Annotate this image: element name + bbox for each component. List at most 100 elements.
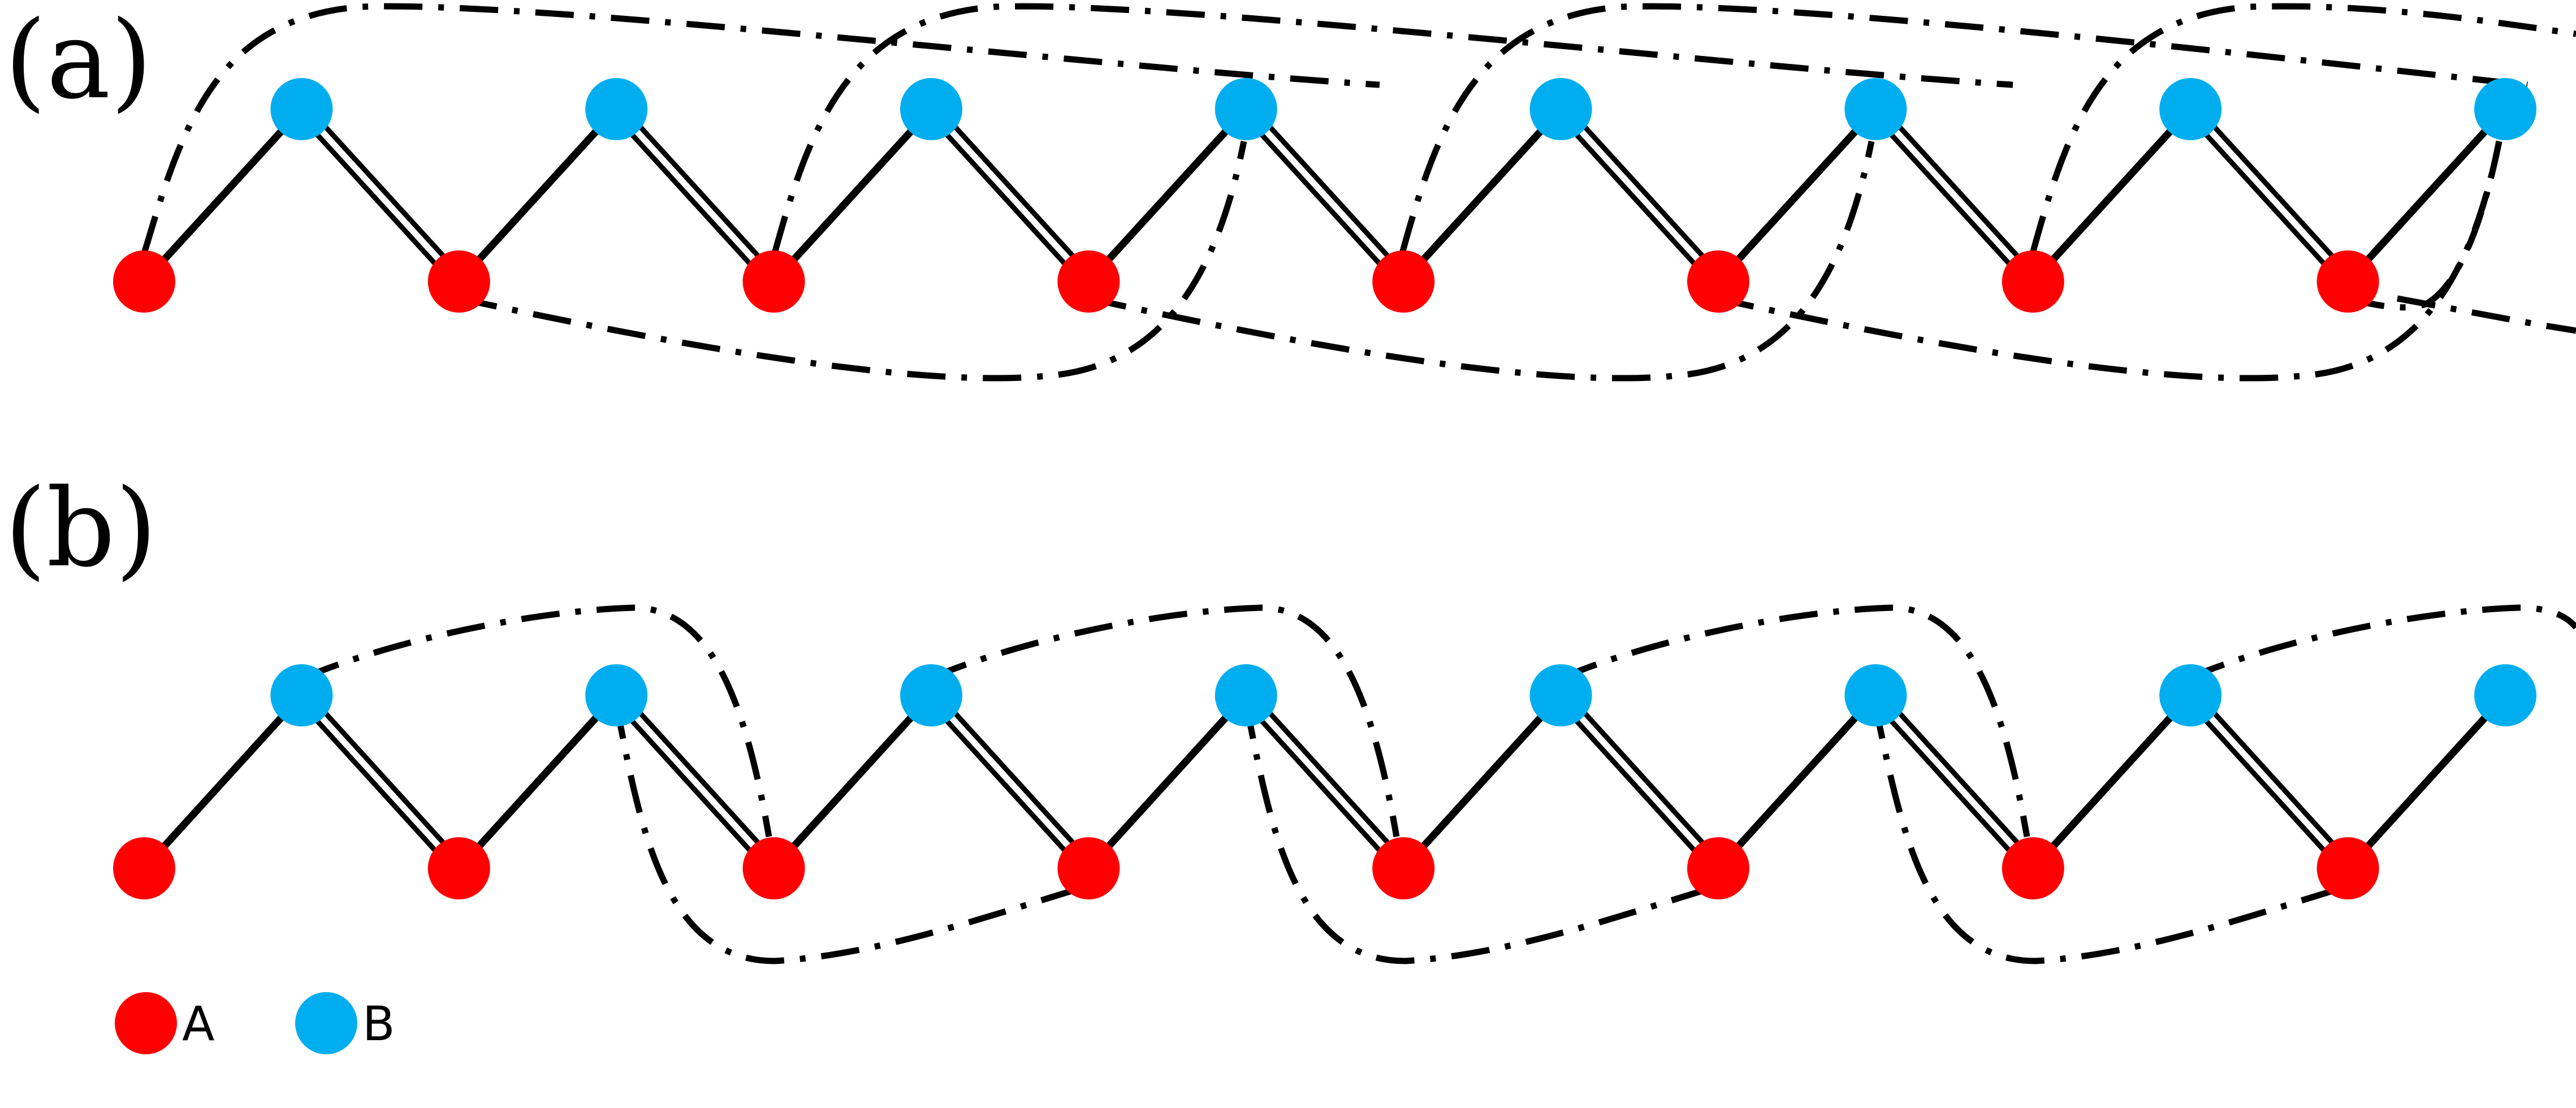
site-b (1529, 664, 1592, 726)
site-b (900, 664, 962, 726)
site-b (2474, 664, 2536, 726)
bond-double-line (2192, 102, 2355, 280)
bond-double-line (2184, 110, 2346, 288)
bond-double-line (932, 689, 1096, 867)
site-a (742, 250, 805, 313)
site-b (1529, 78, 1592, 140)
bond-single (140, 105, 305, 285)
long-range-hop (2029, 3, 2576, 254)
bond-double-line (303, 689, 466, 867)
panel-a-sites (113, 78, 2536, 313)
bond-double (1869, 102, 2040, 288)
site-a (1057, 250, 1120, 313)
panel-b: (b) (5, 466, 2576, 964)
panel-a-bonds (140, 102, 2509, 288)
site-b (1844, 78, 1907, 140)
bond-double-line (295, 110, 457, 288)
panel-a-label: (a) (5, 0, 153, 123)
bond-double-line (303, 102, 466, 280)
site-b (270, 664, 333, 726)
bond-single (2344, 105, 2509, 285)
bond-double-line (924, 696, 1087, 875)
site-a (2316, 250, 2379, 313)
long-range-hop (2345, 140, 2502, 311)
panel-b-sites (113, 664, 2536, 899)
bond-double-line (1554, 110, 1717, 288)
bond-double-line (1239, 696, 1402, 875)
long-range-hop (458, 140, 1247, 382)
long-range-hop (928, 604, 1400, 837)
site-a (2316, 837, 2379, 899)
bond-single (140, 691, 305, 872)
bond-single (2029, 105, 2194, 285)
panel-b-long-range-hops (301, 604, 2576, 964)
site-b (585, 78, 648, 140)
long-range-hop (2397, 295, 2576, 334)
bond-double-line (1562, 102, 1725, 280)
bond-single (2029, 691, 2194, 872)
site-a (1372, 250, 1435, 313)
bond-single (1084, 105, 1250, 285)
bond-double (610, 102, 781, 288)
site-a (742, 837, 805, 899)
site-a (1372, 837, 1435, 899)
site-b (270, 78, 333, 140)
bond-single (1399, 105, 1565, 285)
site-a (1687, 837, 1749, 899)
bond-double-line (1877, 689, 2040, 867)
bond-double (1554, 102, 1725, 288)
long-range-hop (771, 3, 2013, 254)
bond-double (1239, 102, 1411, 288)
bond-single (455, 691, 620, 872)
long-range-hop (1871, 700, 2345, 964)
site-b (2159, 664, 2222, 726)
bond-double (2184, 689, 2355, 875)
legend-site-b-marker (295, 992, 357, 1054)
bond-double-line (1869, 110, 2032, 288)
site-b (1214, 78, 1277, 140)
long-range-hop (2186, 604, 2576, 682)
long-range-hop (1715, 140, 2502, 382)
bond-double (1554, 689, 1725, 875)
bond-double (295, 102, 466, 288)
bond-double-line (1247, 102, 1411, 280)
bond-double (924, 689, 1096, 875)
site-b (900, 78, 962, 140)
long-range-hop (141, 3, 1380, 254)
bond-double-line (2192, 689, 2355, 867)
legend-site-a-marker (115, 992, 177, 1054)
site-b (2474, 78, 2536, 140)
bond-double (295, 689, 466, 875)
legend-site-a-label: A (182, 996, 214, 1051)
site-a (2002, 837, 2064, 899)
panel-a-long-range-hops (141, 3, 2576, 382)
bond-single (1399, 691, 1565, 872)
bond-single (1084, 691, 1250, 872)
bond-single (1714, 105, 1879, 285)
site-b (1214, 664, 1277, 726)
long-range-hop (301, 604, 772, 837)
panel-b-label: (b) (5, 466, 157, 591)
bond-double-line (610, 110, 772, 288)
site-a (113, 837, 175, 899)
bond-double (1869, 689, 2040, 875)
bond-single (770, 105, 935, 285)
bond-double (610, 689, 781, 875)
bond-double-line (924, 110, 1087, 288)
site-b (585, 664, 648, 726)
site-a (1057, 837, 1120, 899)
legend-site-b-label: B (362, 996, 395, 1051)
bond-single (770, 691, 935, 872)
bond-single (455, 105, 620, 285)
site-a (427, 837, 490, 899)
site-a (427, 250, 490, 313)
long-range-hop (1087, 140, 1875, 382)
site-a (2002, 250, 2064, 313)
bond-double-line (932, 102, 1096, 280)
bond-double-line (1239, 110, 1402, 288)
bond-single (2344, 691, 2509, 872)
site-a (1687, 250, 1749, 313)
bond-double-line (618, 102, 781, 280)
site-b (1844, 664, 1907, 726)
